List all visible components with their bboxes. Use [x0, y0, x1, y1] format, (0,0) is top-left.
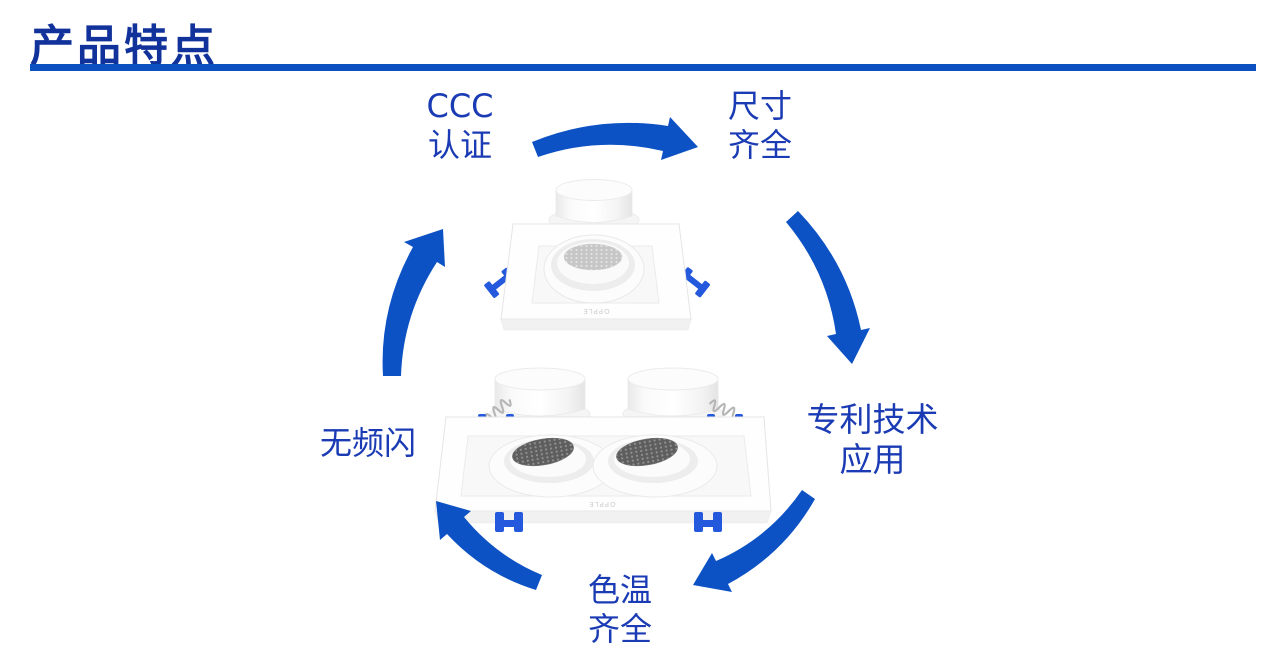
double-lens-right: [616, 437, 678, 467]
feature-label-patent: 专利技术 应用: [785, 400, 960, 481]
feature-label-cct: 色温 齐全: [558, 571, 682, 649]
brand-mark: OPPLE: [582, 307, 609, 315]
single-downlight-image: OPPLE: [484, 179, 710, 331]
flow-arrow-left-icon: [382, 229, 445, 376]
single-cylinder-top: [555, 179, 633, 201]
double-downlight-image: OPPLE: [434, 367, 772, 532]
feature-line: 齐全: [727, 126, 792, 165]
double-lens-left: [512, 437, 574, 467]
feature-label-ccc: CCC 认证: [390, 87, 530, 165]
flow-arrow-bottom-right-icon: [693, 490, 815, 592]
feature-line: 尺寸: [727, 87, 792, 125]
feature-line: 专利技术: [806, 400, 939, 439]
feature-line: 齐全: [587, 610, 652, 649]
feature-line: 无频闪: [319, 424, 416, 462]
flow-arrow-bottom-left-icon: [436, 501, 542, 590]
single-lens: [563, 243, 623, 271]
flow-arrow-right-icon: [786, 211, 870, 364]
spring-coil-right: [708, 399, 739, 420]
double-cylinder-top-left: [494, 367, 586, 391]
flow-arrow-top-icon: [532, 117, 698, 160]
double-cylinder-top-right: [627, 367, 719, 391]
feature-line: 应用: [839, 440, 906, 480]
bottom-clip-left: [495, 512, 523, 532]
feature-line: 色温: [587, 571, 652, 609]
title-underline: [30, 64, 1256, 71]
feature-line: 认证: [427, 126, 492, 165]
single-trim-lip: [500, 318, 692, 331]
feature-label-flicker: 无频闪: [302, 424, 434, 463]
bottom-clip-right: [694, 512, 722, 532]
feature-line: CCC: [426, 87, 494, 125]
brand-mark: OPPLE: [588, 500, 615, 508]
feature-label-size: 尺寸 齐全: [695, 87, 825, 165]
page-title: 产品特点: [30, 21, 218, 72]
